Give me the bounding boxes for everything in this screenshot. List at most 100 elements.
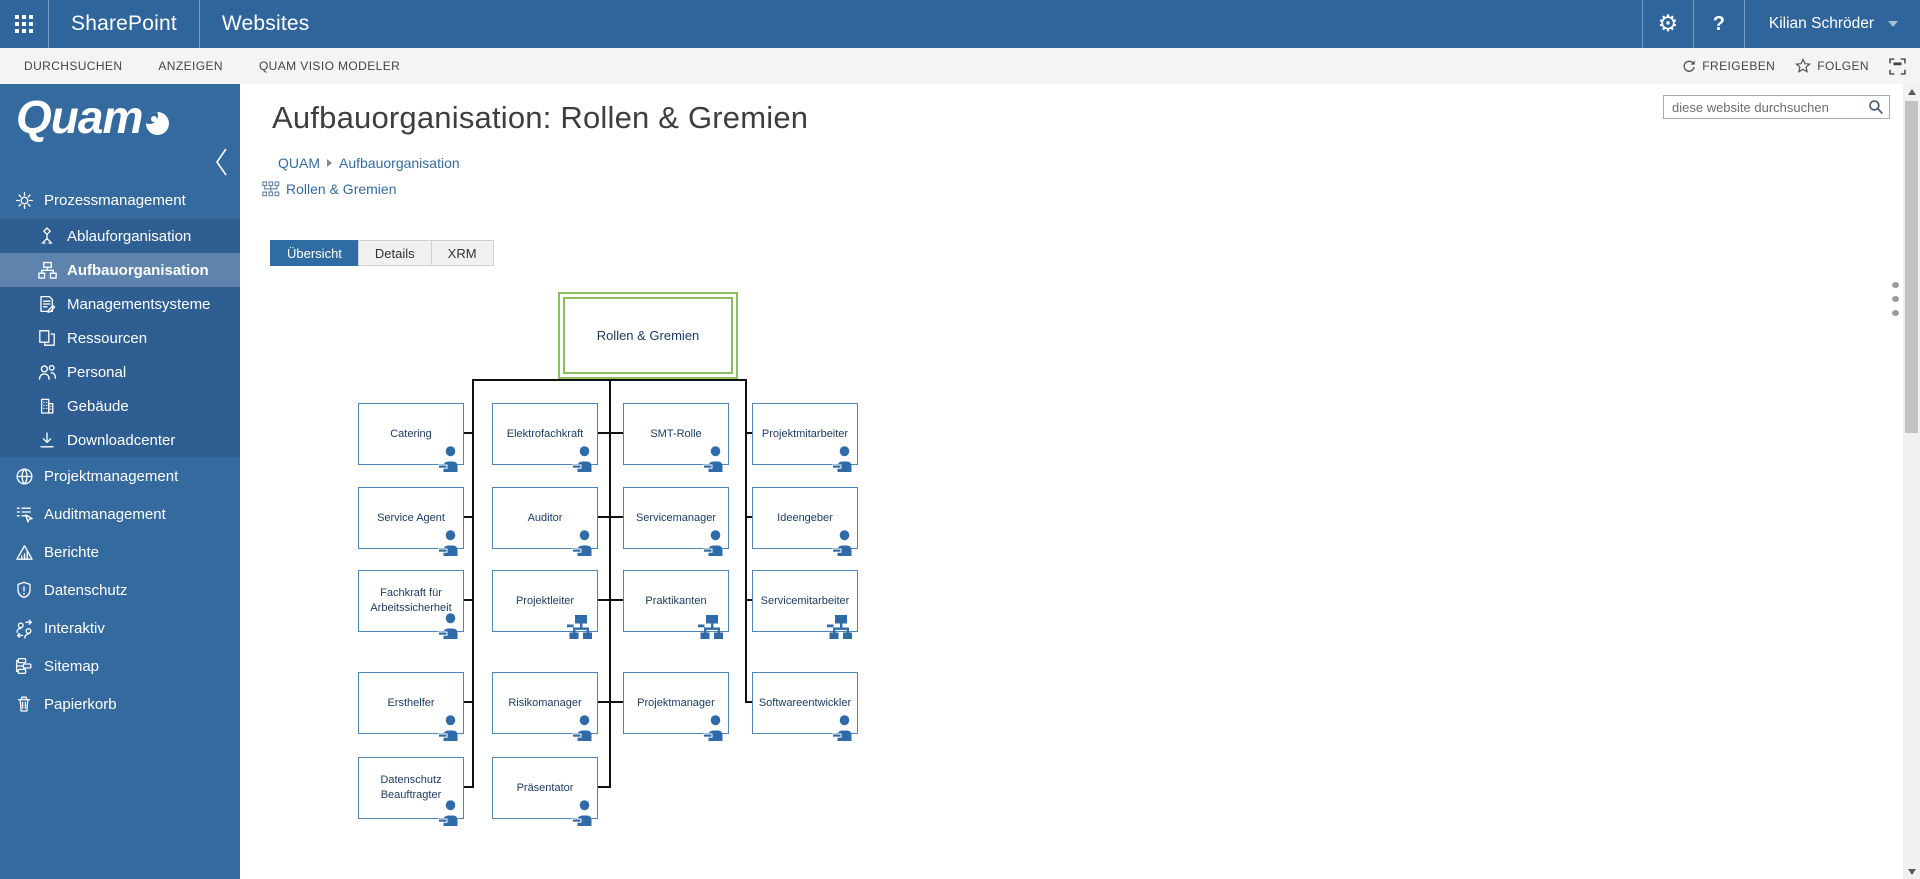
download-icon (36, 429, 58, 451)
org-node-ersthelfer[interactable]: Ersthelfer (358, 672, 464, 742)
pages-icon (36, 327, 58, 349)
tab-xrm[interactable]: XRM (430, 240, 494, 266)
sidebar-item-sitemap[interactable]: Sitemap (0, 647, 240, 685)
connector-stub (464, 432, 472, 434)
org-node-fachkraft-arbeitssicherheit[interactable]: Fachkraft für Arbeitssicherheit (358, 570, 464, 640)
quam-logo[interactable]: Quam (16, 94, 170, 140)
sidebar-item-prozessmanagement[interactable]: Prozessmanagement (0, 181, 240, 219)
sidebar-item-aufbauorganisation[interactable]: Aufbauorganisation (0, 253, 240, 287)
ribbon-tab-anzeigen[interactable]: ANZEIGEN (158, 59, 223, 73)
org-node-projektmitarbeiter[interactable]: Projektmitarbeiter (752, 403, 858, 473)
org-node-projektmanager[interactable]: Projektmanager (623, 672, 729, 742)
chevron-down-icon (1888, 21, 1898, 27)
sidebar-item-label: Berichte (44, 543, 100, 561)
scroll-down-button[interactable] (1903, 864, 1920, 879)
person-icon (572, 800, 594, 831)
main-content: Aufbauorganisation: Rollen & Gremien QUA… (240, 84, 1903, 879)
sidebar-item-label: Personal (67, 363, 127, 381)
ribbon-tab-durchsuchen[interactable]: DURCHSUCHEN (24, 59, 123, 73)
sidebar-item-papierkorb[interactable]: Papierkorb (0, 685, 240, 723)
checklist-cursor-icon (13, 503, 35, 525)
sidebar-item-label: Managementsysteme (67, 295, 211, 313)
org-node-datenschutz-beauftragter[interactable]: Datenschutz Beauftragter (358, 757, 464, 827)
connector-stub (745, 599, 752, 601)
org-node-servicemanager[interactable]: Servicemanager (623, 487, 729, 557)
help-button[interactable]: ? (1694, 0, 1744, 48)
breadcrumb-link-aufbauorganisation[interactable]: Aufbauorganisation (339, 155, 460, 171)
connector-stub (611, 432, 623, 434)
connector-stub (745, 432, 752, 434)
sidebar-item-label: Papierkorb (44, 695, 117, 713)
sidebar-item-berichte[interactable]: Berichte (0, 533, 240, 571)
panel-drag-handle[interactable] (1892, 282, 1899, 316)
sidebar-item-label: Downloadcenter (67, 431, 176, 449)
follow-button[interactable]: FOLGEN (1795, 58, 1869, 74)
person-icon (438, 800, 460, 831)
ribbon-tab-quam-visio-modeler[interactable]: QUAM VISIO MODELER (258, 59, 401, 73)
connector-stub (745, 516, 752, 518)
search-input[interactable] (1664, 99, 1863, 115)
sidebar-item-interaktiv[interactable]: Interaktiv (0, 609, 240, 647)
sidebar-item-datenschutz[interactable]: Datenschutz (0, 571, 240, 609)
org-node-praesentator[interactable]: Präsentator (492, 757, 598, 827)
org-node-service-agent[interactable]: Service Agent (358, 487, 464, 557)
org-node-catering[interactable]: Catering (358, 403, 464, 473)
nav-websites[interactable]: Websites (221, 12, 310, 35)
globe-icon (13, 465, 35, 487)
sidebar-item-label: Gebäude (67, 397, 129, 415)
sidebar-item-auditmanagement[interactable]: Auditmanagement (0, 495, 240, 533)
sidebar-item-ressourcen[interactable]: Ressourcen (0, 321, 240, 355)
vertical-scrollbar[interactable] (1903, 84, 1920, 879)
org-root-rollen-gremien[interactable]: Rollen & Gremien (558, 292, 738, 379)
person-icon (438, 530, 460, 561)
org-unit-icon (567, 615, 594, 644)
person-icon (832, 530, 854, 561)
sidebar-collapse-button[interactable] (208, 142, 234, 182)
person-icon (572, 715, 594, 746)
focus-mode-icon (1889, 57, 1906, 75)
gear-icon: ⚙ (1657, 10, 1679, 37)
sidebar-item-label: Datenschutz (44, 581, 128, 599)
org-node-smt-rolle[interactable]: SMT-Rolle (623, 403, 729, 473)
org-node-elektrofachkraft[interactable]: Elektrofachkraft (492, 403, 598, 473)
org-node-servicemitarbeiter[interactable]: Servicemitarbeiter (752, 570, 858, 640)
person-icon (832, 715, 854, 746)
org-node-auditor[interactable]: Auditor (492, 487, 598, 557)
sidebar-item-personal[interactable]: Personal (0, 355, 240, 389)
sidebar-item-gebaeude[interactable]: Gebäude (0, 389, 240, 423)
connector-stub (464, 701, 472, 703)
connector-stub (464, 599, 472, 601)
user-menu[interactable]: Kilian Schröder (1745, 0, 1920, 48)
app-launcher-button[interactable] (0, 0, 48, 48)
sidebar-item-ablauforganisation[interactable]: Ablauforganisation (0, 219, 240, 253)
sidebar-item-projektmanagement[interactable]: Projektmanagement (0, 457, 240, 495)
sidebar-subgroup-prozessmanagement: Ablauforganisation Aufbauorganisation Ma… (0, 219, 240, 457)
org-node-projektleiter[interactable]: Projektleiter (492, 570, 598, 640)
scroll-up-button[interactable] (1903, 84, 1920, 99)
focus-mode-button[interactable] (1889, 57, 1906, 75)
scrollbar-thumb[interactable] (1905, 101, 1918, 433)
waffle-icon (15, 15, 33, 33)
breadcrumb-link-quam[interactable]: QUAM (278, 155, 320, 171)
sidebar-item-label: Interaktiv (44, 619, 105, 637)
connector-stub (598, 516, 609, 518)
tab-details[interactable]: Details (357, 240, 432, 266)
search-button[interactable] (1863, 99, 1889, 115)
ribbon-bar: DURCHSUCHEN ANZEIGEN QUAM VISIO MODELER … (0, 48, 1920, 84)
connector-stub (611, 701, 623, 703)
org-node-risikomanager[interactable]: Risikomanager (492, 672, 598, 742)
share-button[interactable]: FREIGEBEN (1681, 59, 1775, 74)
tab-uebersicht[interactable]: Übersicht (270, 240, 359, 266)
current-diagram-link[interactable]: Rollen & Gremien (262, 181, 397, 197)
report-chart-icon (13, 541, 35, 563)
org-node-praktikanten[interactable]: Praktikanten (623, 570, 729, 640)
user-name: Kilian Schröder (1768, 15, 1874, 32)
sidebar-item-downloadcenter[interactable]: Downloadcenter (0, 423, 240, 457)
sidebar-item-managementsysteme[interactable]: Managementsysteme (0, 287, 240, 321)
brand-sharepoint[interactable]: SharePoint (71, 12, 177, 35)
connector-stub (598, 786, 609, 788)
settings-button[interactable]: ⚙ (1643, 0, 1693, 48)
breadcrumb-separator-icon (327, 159, 332, 167)
org-node-ideengeber[interactable]: Ideengeber (752, 487, 858, 557)
org-node-softwareentwickler[interactable]: Softwareentwickler (752, 672, 858, 742)
